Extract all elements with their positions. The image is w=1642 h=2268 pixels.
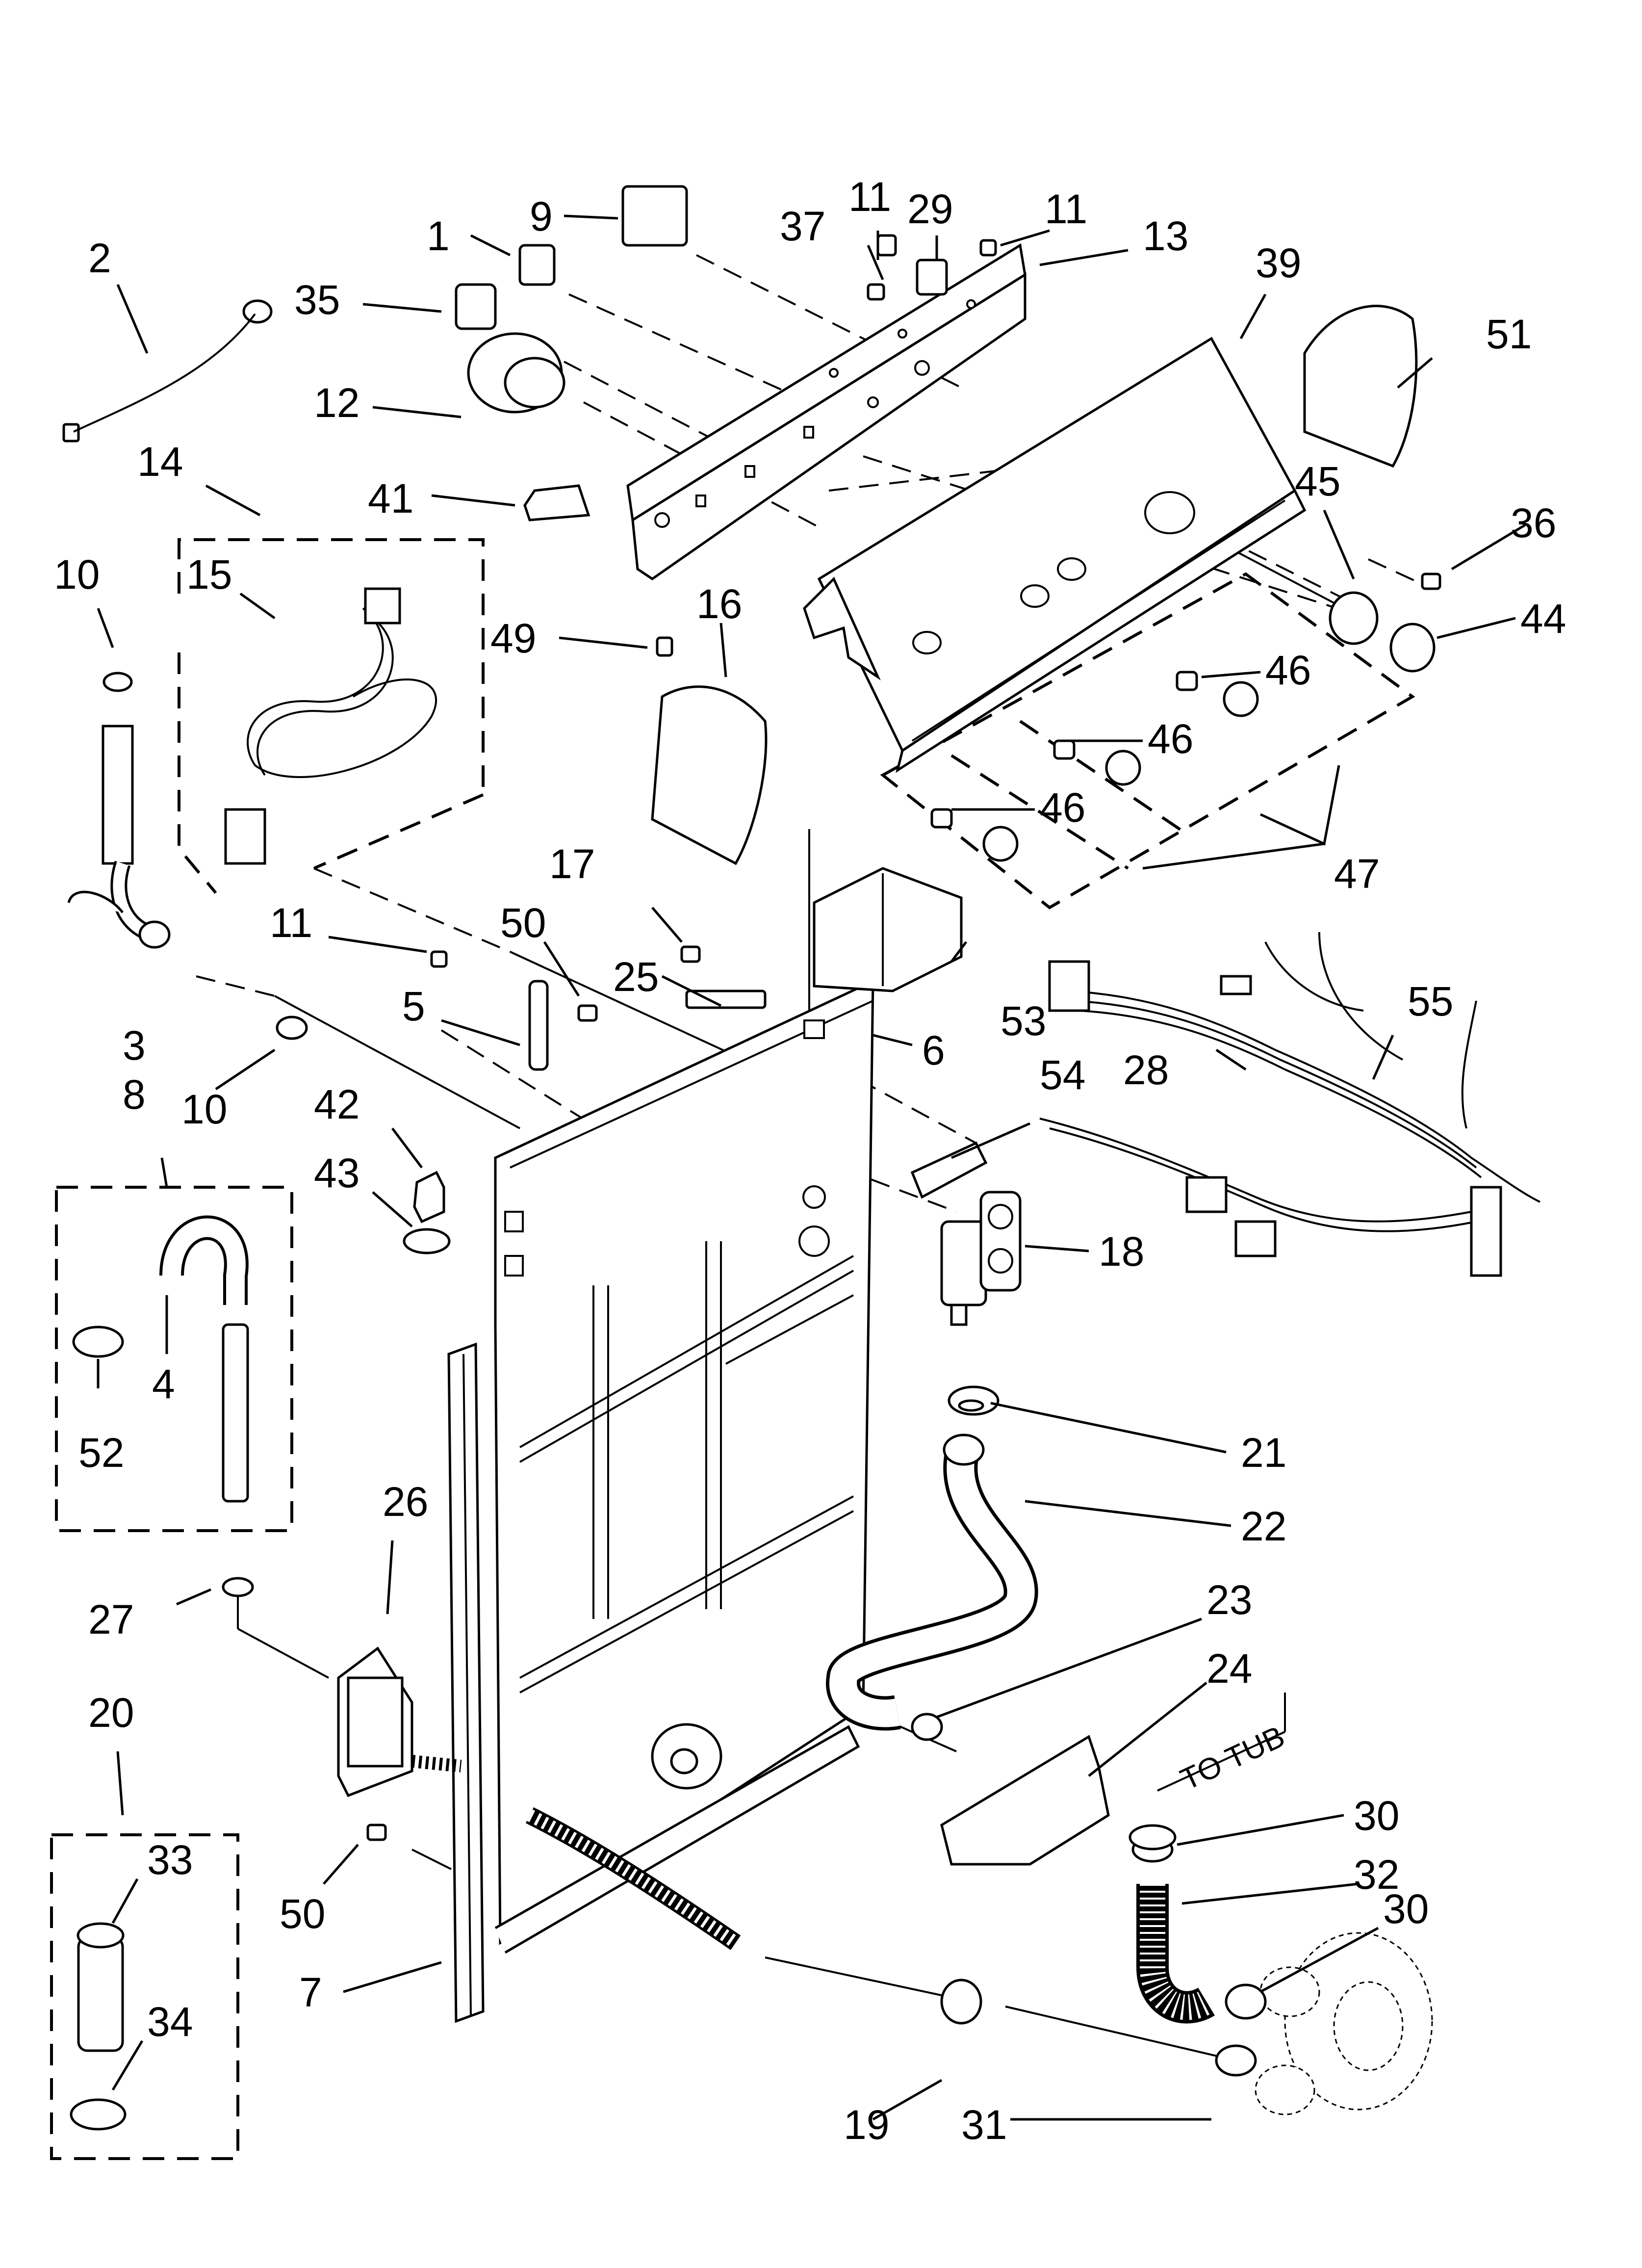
group-box-14: [178, 538, 485, 894]
bracket-26: [337, 1646, 413, 1798]
group-box-8: [55, 1186, 293, 1532]
callout-3: 3: [123, 1022, 146, 1069]
callout-6: 6: [922, 1027, 945, 1073]
callout-11-right: 11: [1045, 186, 1087, 232]
part-33-34-shape: [70, 1922, 127, 2131]
bracket-53: [813, 867, 963, 992]
callout-19: 19: [844, 2102, 889, 2148]
drain-hose-spring: [411, 1755, 741, 1950]
tub-hose-32: [1131, 1836, 1267, 2077]
knobs-44-45: [930, 591, 1436, 862]
callout-4: 4: [152, 1361, 175, 1407]
endcap-51-shape: [1303, 305, 1418, 468]
callout-13: 13: [1143, 213, 1188, 259]
callout-12: 12: [314, 380, 359, 426]
clip-54-shape: [910, 1141, 988, 1199]
callout-17: 17: [549, 841, 595, 887]
to-tub-label: TO TUB: [1176, 1720, 1290, 1797]
callout-29: 29: [907, 186, 953, 232]
callout-45: 45: [1295, 458, 1340, 504]
callout-2: 2: [88, 235, 111, 281]
callout-42: 42: [314, 1081, 359, 1127]
callout-11-mid: 11: [270, 900, 312, 946]
fasteners: [62, 234, 1441, 2025]
callout-22: 22: [1241, 1503, 1286, 1549]
callout-41: 41: [368, 475, 413, 521]
callout-5: 5: [402, 983, 425, 1029]
callout-55: 55: [1408, 978, 1453, 1024]
callout-35: 35: [294, 277, 340, 323]
callout-11-top: 11: [848, 174, 891, 220]
callout-31: 31: [961, 2102, 1007, 2148]
callout-54: 54: [1040, 1052, 1085, 1098]
callout-16: 16: [696, 581, 742, 627]
callout-51: 51: [1486, 311, 1532, 357]
switch-9-shape: [621, 185, 688, 247]
callout-50-upper: 50: [500, 900, 546, 946]
bracket-24-shape: [940, 1735, 1110, 1866]
callout-10-lower: 10: [181, 1086, 227, 1132]
callout-49: 49: [490, 615, 536, 661]
callout-1: 1: [427, 213, 450, 259]
callout-46-a: 46: [1265, 647, 1311, 693]
callout-36: 36: [1511, 500, 1556, 546]
callout-28: 28: [1123, 1047, 1169, 1093]
clip-41-shape: [523, 484, 590, 521]
water-valve-18: [940, 1191, 1022, 1326]
endcap-16-shape: [651, 685, 768, 865]
group-box-20: [50, 1833, 239, 2160]
callout-53: 53: [1001, 998, 1046, 1044]
corner-strip-7: [447, 1342, 485, 2023]
callout-52: 52: [78, 1430, 124, 1476]
pump-ghost: [1255, 1932, 1433, 2115]
group-box-47: [880, 572, 1415, 910]
callout-24: 24: [1206, 1645, 1252, 1692]
callout-33: 33: [147, 1837, 193, 1883]
control-bracket-13: [626, 243, 1026, 581]
hose-4-shape: [72, 1215, 249, 1503]
callout-8: 8: [123, 1071, 146, 1118]
callout-14: 14: [137, 439, 183, 485]
callout-30-lower: 30: [1383, 1886, 1429, 1932]
callout-labels: 1 2 3 4 5 6 7 8 9 10 10 11 11 11 12 13 1…: [54, 174, 1566, 2148]
callout-43: 43: [314, 1150, 359, 1196]
callout-20: 20: [88, 1690, 134, 1736]
callout-10-upper: 10: [54, 551, 100, 598]
callout-21: 21: [1241, 1430, 1286, 1476]
callout-18: 18: [1099, 1228, 1144, 1275]
timer-12-shape: [467, 332, 565, 414]
callout-27: 27: [88, 1596, 134, 1642]
callout-leaders: [97, 214, 1526, 2121]
callout-30-upper: 30: [1354, 1793, 1399, 1839]
callout-47: 47: [1334, 851, 1380, 897]
callout-7: 7: [299, 1969, 322, 2015]
callout-44: 44: [1520, 596, 1566, 642]
cabinet-rear-panel: [494, 979, 874, 1954]
callout-39: 39: [1256, 240, 1301, 286]
inlet-hose-3: [102, 725, 171, 949]
knob-35-shape: [455, 283, 497, 330]
callout-15: 15: [186, 551, 232, 598]
wire-harness-55: [1039, 932, 1540, 1277]
callout-23: 23: [1206, 1577, 1252, 1623]
callout-37: 37: [780, 203, 825, 249]
callout-9: 9: [530, 193, 553, 239]
callout-32: 32: [1354, 1851, 1399, 1898]
callout-46-c: 46: [1040, 784, 1085, 831]
callout-25: 25: [613, 954, 659, 1000]
callout-26: 26: [383, 1479, 428, 1525]
callout-46-b: 46: [1148, 716, 1193, 762]
console-panel-39: [803, 337, 1307, 773]
drain-tube-22: [826, 1385, 1038, 1731]
part-29-shape: [916, 259, 948, 296]
knob-1-shape: [518, 244, 556, 286]
callout-50-lower: 50: [280, 1891, 325, 1937]
power-cord-15: [224, 587, 437, 865]
callout-34: 34: [147, 1999, 193, 2045]
